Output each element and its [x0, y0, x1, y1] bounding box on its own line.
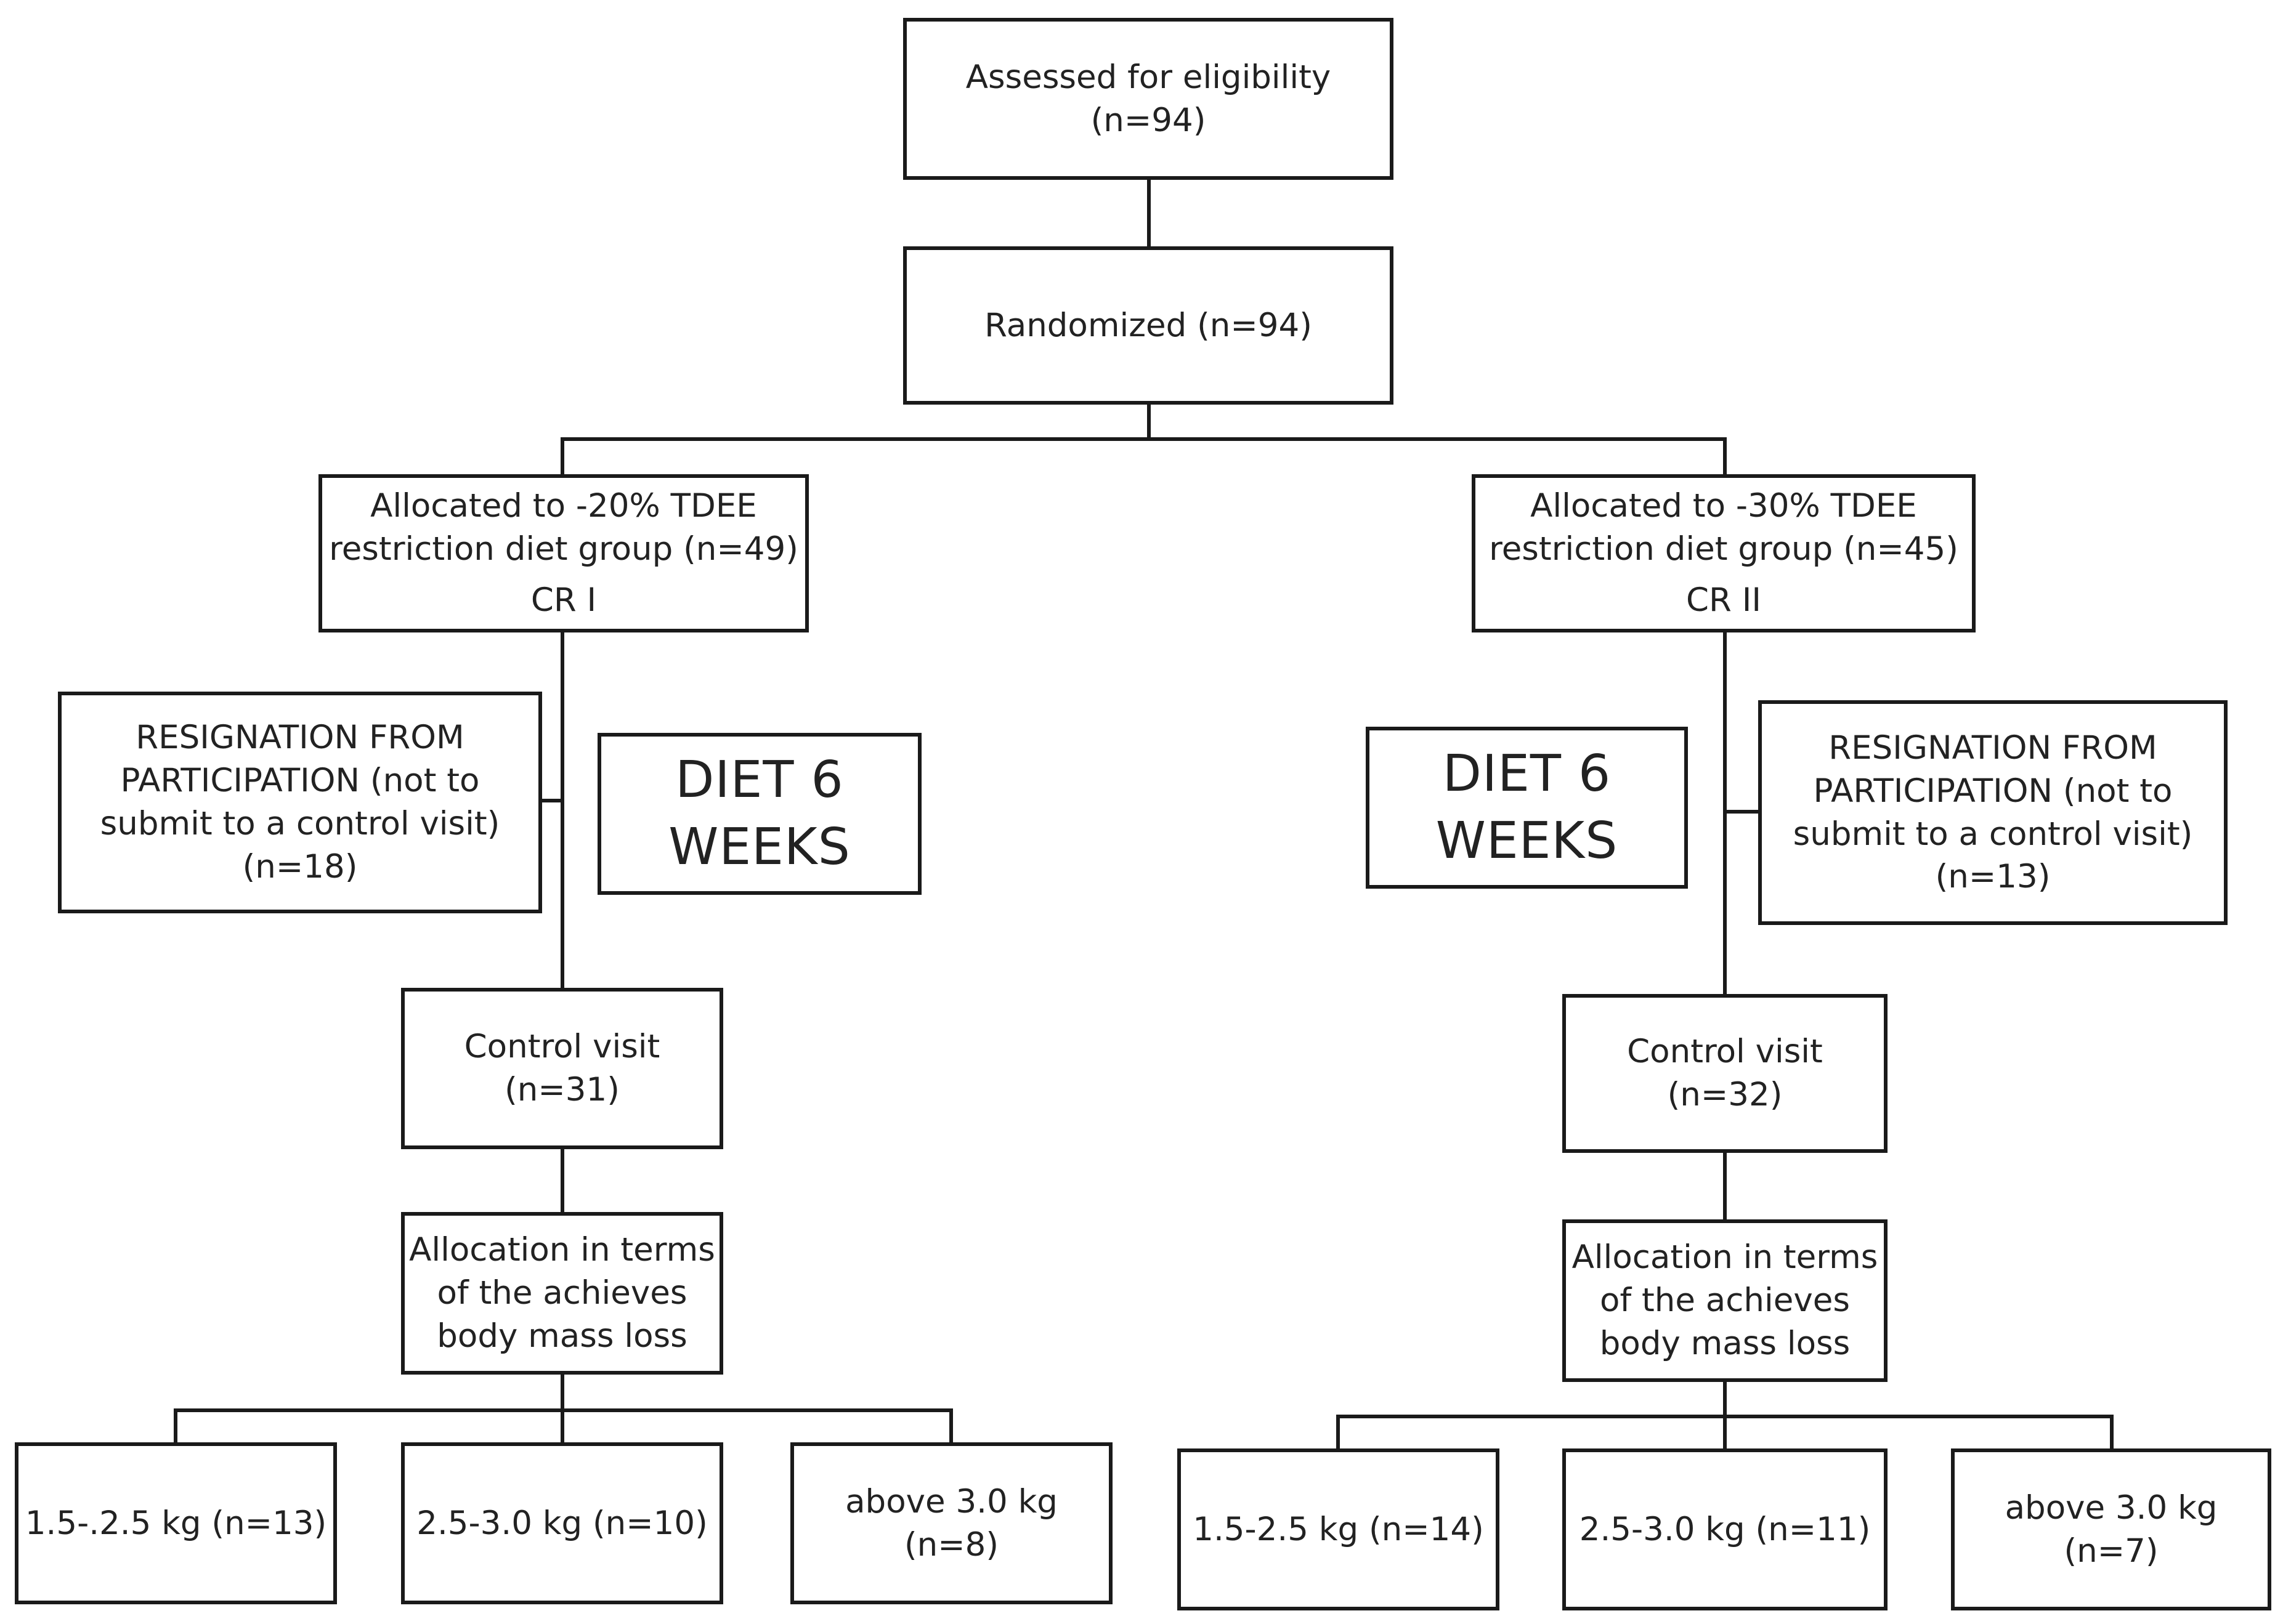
- left-allocation-group: CR I: [530, 581, 597, 620]
- right-allocation-terms-box: Allocation in terms of the achieves body…: [1562, 1219, 1888, 1382]
- right-resignation-line3: submit to a control visit): [1793, 815, 2193, 853]
- left-allocation-line1: Allocated to -20% TDEE: [370, 487, 757, 525]
- right-resignation-line2: PARTICIPATION (not to: [1813, 772, 2173, 810]
- right-resignation-line1: RESIGNATION FROM: [1828, 729, 2157, 767]
- left-diet-box: DIET 6 WEEKS: [598, 733, 922, 895]
- left-outcome-box-2: 2.5-3.0 kg (n=10): [401, 1442, 723, 1604]
- right-allocation-line1: Allocated to -30% TDEE: [1530, 487, 1917, 525]
- left-resignation-line2: PARTICIPATION (not to: [120, 762, 480, 800]
- right-outcome-box-1: 1.5-2.5 kg (n=14): [1177, 1448, 1499, 1610]
- right-outcome-label-1: 1.5-2.5 kg (n=14): [1193, 1510, 1484, 1548]
- right-allocation-group: CR II: [1686, 581, 1761, 620]
- left-resignation-line3: submit to a control visit): [100, 805, 500, 842]
- eligibility-label: Assessed for eligibility (n=94): [965, 58, 1331, 139]
- left-resignation-count: (n=18): [242, 847, 358, 886]
- left-diet-label: DIET 6 WEEKS: [668, 751, 851, 876]
- randomized-box: Randomized (n=94): [903, 246, 1393, 405]
- left-terms-line2: of the achieves: [437, 1274, 687, 1312]
- left-outcome-box-1: 1.5-.2.5 kg (n=13): [15, 1442, 337, 1604]
- right-terms-line1: Allocation in terms: [1571, 1238, 1878, 1277]
- right-outcome-label-3: above 3.0 kg (n=7): [2005, 1489, 2218, 1570]
- right-outcome-label-2: 2.5-3.0 kg (n=11): [1579, 1510, 1871, 1548]
- right-resignation-count: (n=13): [1935, 858, 2051, 896]
- left-outcome-label-1: 1.5-.2.5 kg (n=13): [25, 1504, 327, 1542]
- randomized-label: Randomized (n=94): [984, 306, 1312, 344]
- right-control-visit-label: Control visit (n=32): [1627, 1033, 1823, 1113]
- left-allocation-terms-box: Allocation in terms of the achieves body…: [401, 1212, 723, 1375]
- left-outcome-box-3: above 3.0 kg (n=8): [790, 1442, 1113, 1604]
- left-resignation-line1: RESIGNATION FROM: [136, 719, 464, 757]
- left-outcome-label-2: 2.5-3.0 kg (n=10): [416, 1504, 708, 1542]
- left-control-visit-box: Control visit (n=31): [401, 988, 723, 1149]
- right-control-visit-box: Control visit (n=32): [1562, 994, 1888, 1153]
- right-resignation-box: RESIGNATION FROM PARTICIPATION (not to s…: [1758, 700, 2228, 925]
- right-outcome-box-3: above 3.0 kg (n=7): [1951, 1448, 2271, 1610]
- right-allocation-box: Allocated to -30% TDEE restriction diet …: [1472, 474, 1976, 632]
- left-terms-line1: Allocation in terms: [409, 1231, 715, 1269]
- right-diet-box: DIET 6 WEEKS: [1366, 727, 1688, 889]
- right-diet-label: DIET 6 WEEKS: [1435, 745, 1618, 870]
- right-terms-line2: of the achieves: [1600, 1282, 1850, 1320]
- left-allocation-line2: restriction diet group (n=49): [329, 530, 798, 568]
- left-resignation-box: RESIGNATION FROM PARTICIPATION (not to s…: [58, 692, 542, 913]
- left-allocation-box: Allocated to -20% TDEE restriction diet …: [318, 474, 809, 632]
- eligibility-box: Assessed for eligibility (n=94): [903, 18, 1393, 180]
- right-terms-line3: body mass loss: [1599, 1324, 1851, 1362]
- left-outcome-label-3: above 3.0 kg (n=8): [845, 1482, 1058, 1564]
- right-outcome-box-2: 2.5-3.0 kg (n=11): [1562, 1448, 1888, 1610]
- left-terms-line3: body mass loss: [437, 1317, 687, 1355]
- right-allocation-line2: restriction diet group (n=45): [1489, 530, 1958, 568]
- left-control-visit-label: Control visit (n=31): [464, 1028, 660, 1109]
